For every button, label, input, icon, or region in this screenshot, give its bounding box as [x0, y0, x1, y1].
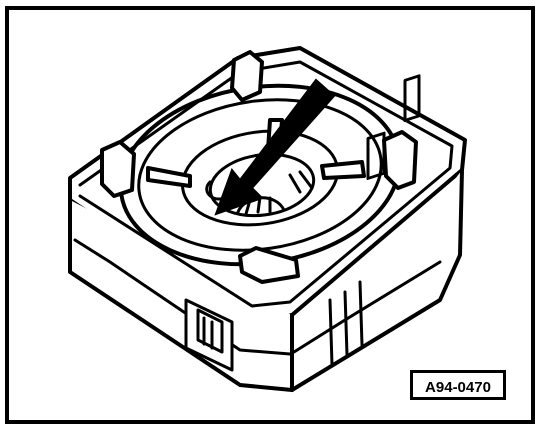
housing-front-ledge — [73, 238, 292, 356]
side-ribs — [328, 280, 364, 367]
clamp-lug-top — [230, 50, 264, 102]
electrical-connector — [184, 298, 234, 372]
housing-side-face — [290, 168, 464, 392]
spoke-right — [320, 160, 366, 180]
spoke-left — [146, 166, 192, 188]
arrow-icon — [214, 78, 336, 216]
clamp-lug-left — [100, 140, 136, 198]
middle-ring — [137, 98, 383, 252]
side-window-upper — [403, 74, 421, 122]
housing-front-face — [68, 198, 294, 392]
connector-pins — [202, 316, 214, 350]
clamp-lug-right — [382, 130, 418, 190]
clamp-lug-front — [238, 246, 300, 284]
figure-reference-code: A94-0470 — [410, 370, 506, 400]
